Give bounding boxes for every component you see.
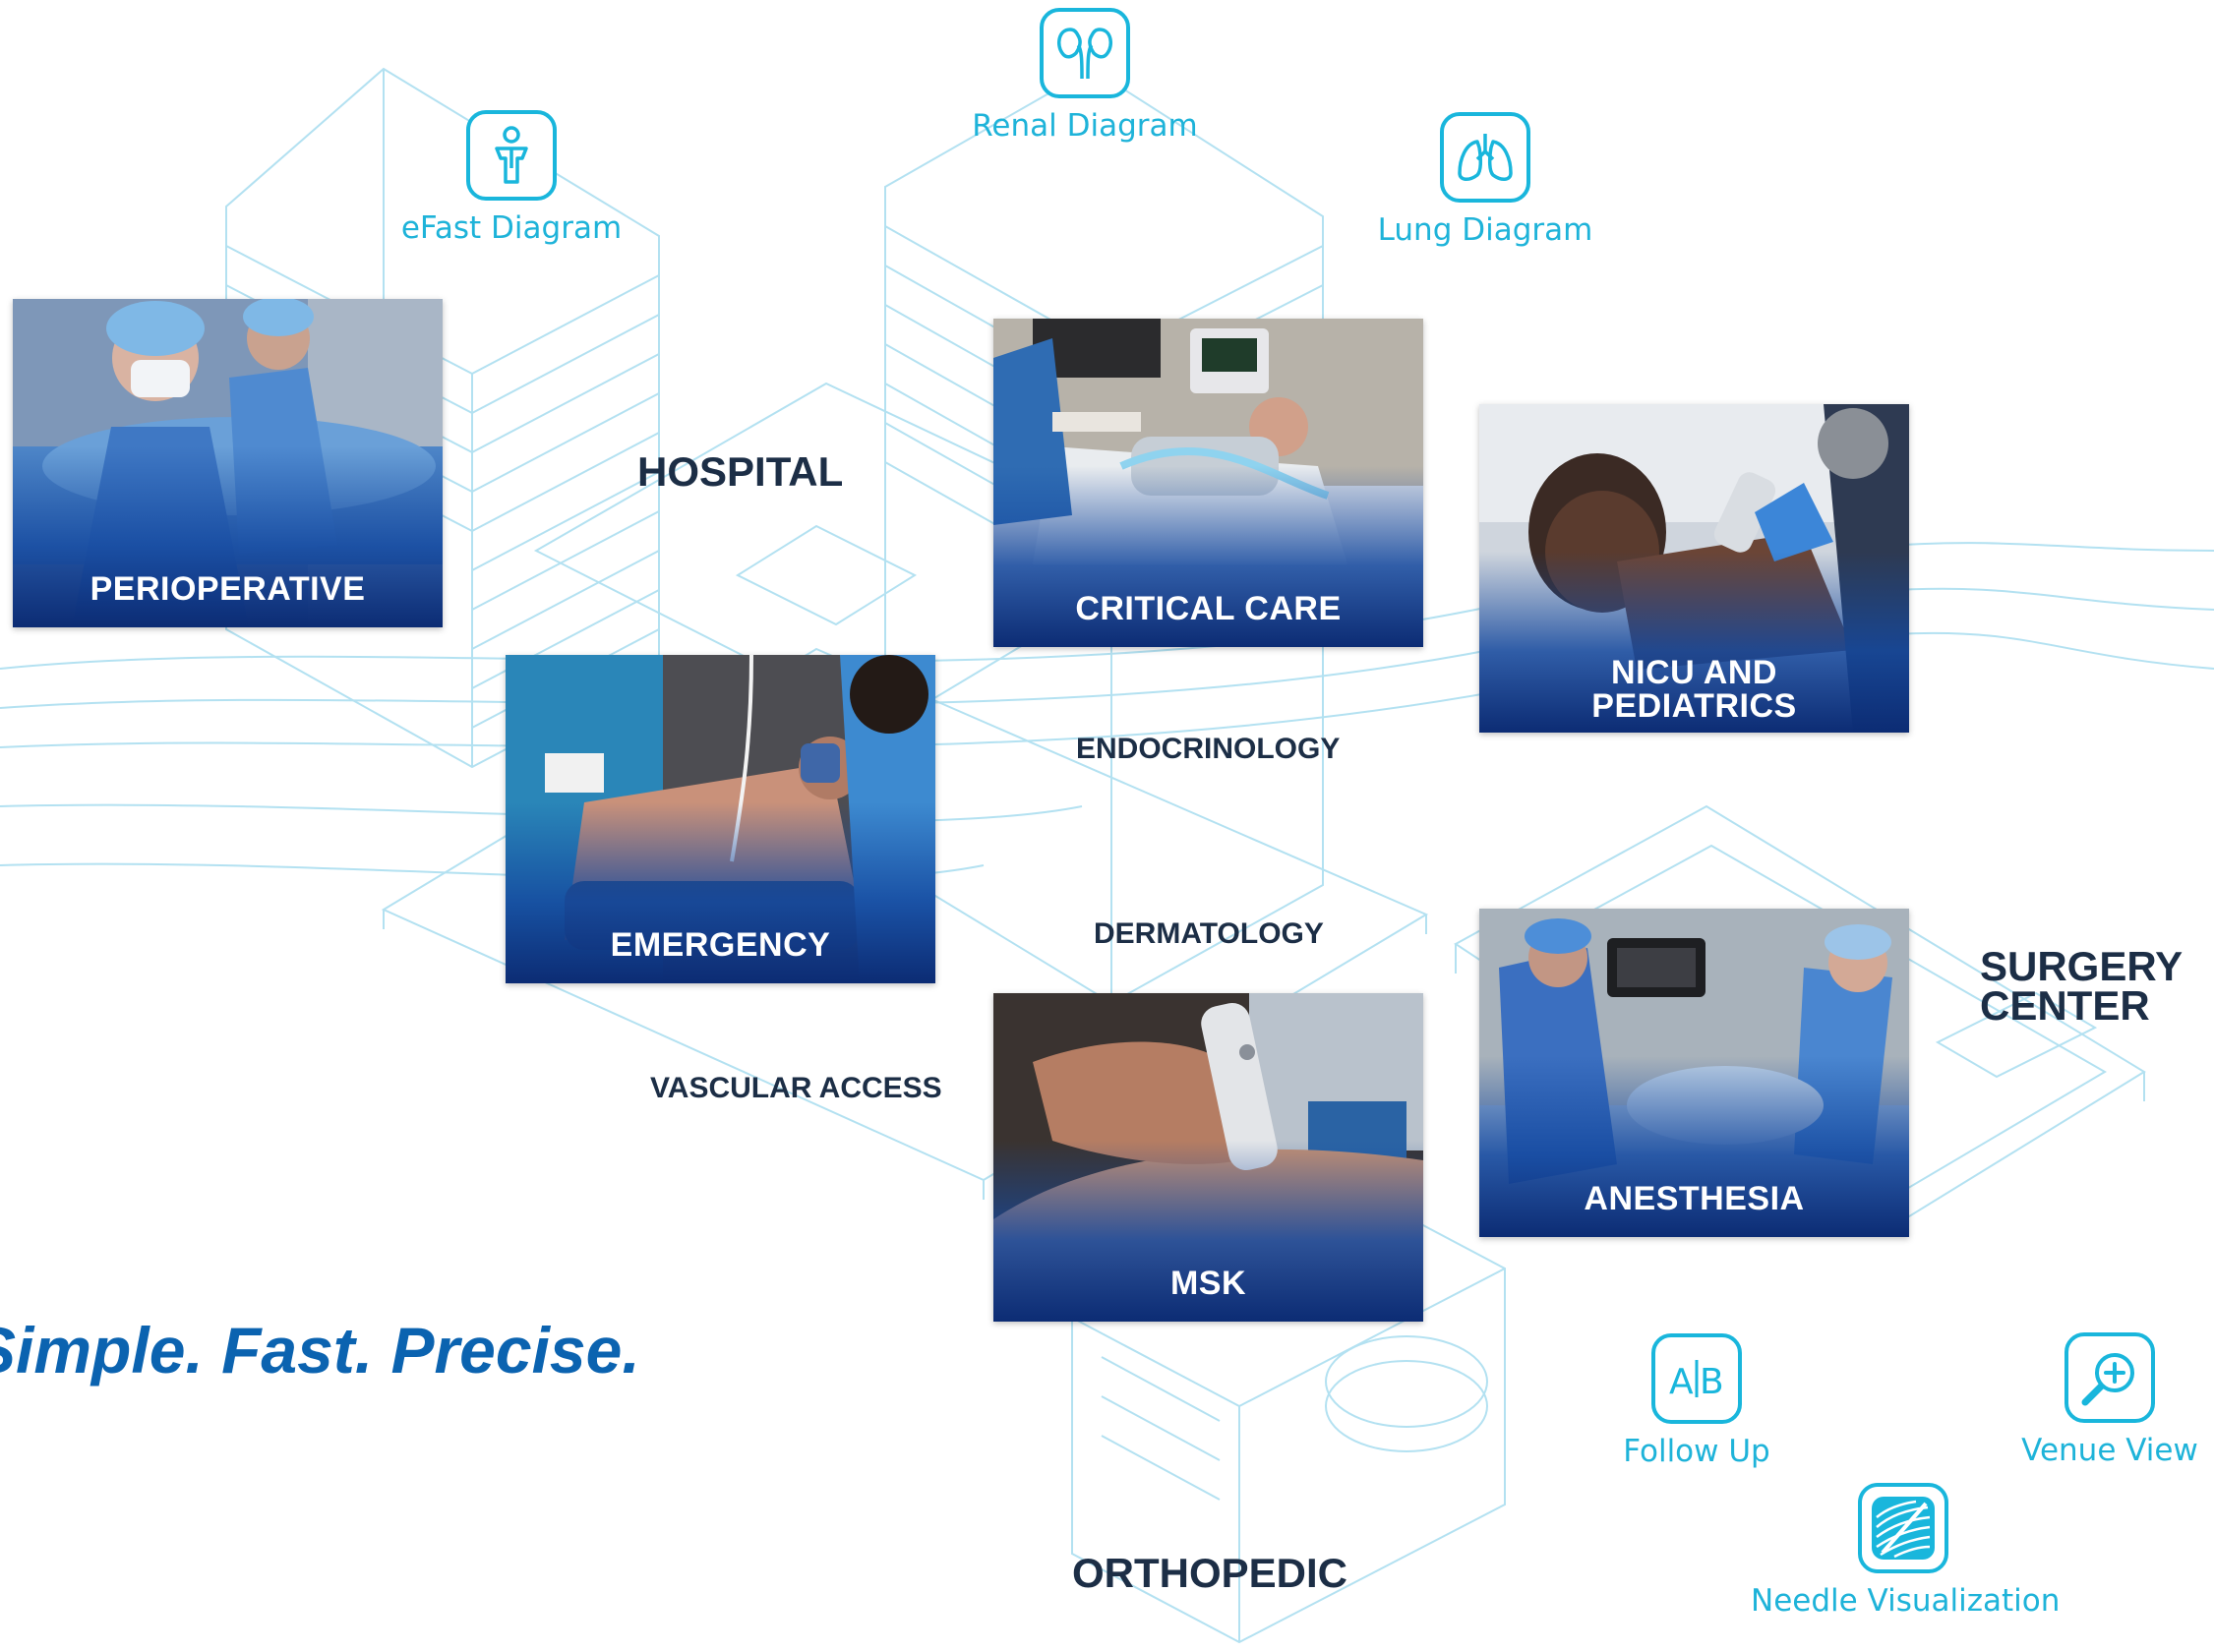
- efast-diagram-feature[interactable]: eFast Diagram: [398, 110, 625, 246]
- lung-diagram-feature[interactable]: Lung Diagram: [1367, 112, 1603, 248]
- card-msk[interactable]: MSK: [993, 993, 1423, 1322]
- venue-view-feature[interactable]: Venue View: [2002, 1332, 2214, 1468]
- renal-diagram-label: Renal Diagram: [972, 108, 1198, 144]
- venue-view-label: Venue View: [2021, 1433, 2198, 1468]
- card-anesthesia-title: ANESTHESIA: [1584, 1180, 1805, 1217]
- card-gradient: [1479, 552, 1909, 733]
- kidneys-icon: [1040, 8, 1130, 98]
- follow-up-label: Follow Up: [1623, 1434, 1770, 1469]
- specialty-vascular-access[interactable]: VASCULAR ACCESS: [650, 1072, 942, 1104]
- needle-visualization-feature[interactable]: Needle Visualization: [1751, 1483, 2061, 1619]
- card-nicu-pediatrics[interactable]: NICU AND PEDIATRICS: [1479, 404, 1909, 733]
- venue-orthopedic[interactable]: ORTHOPEDIC: [1072, 1550, 1348, 1596]
- magnifier-plus-icon: [2064, 1332, 2155, 1423]
- card-emergency[interactable]: EMERGENCY: [506, 655, 935, 983]
- person-icon: [466, 110, 557, 201]
- specialty-endocrinology[interactable]: ENDOCRINOLOGY: [1076, 733, 1341, 765]
- card-nicu-title-line1: NICU AND: [1611, 654, 1777, 691]
- tagline: Simple. Fast. Precise.: [0, 1314, 640, 1386]
- ab-compare-icon: A B: [1651, 1333, 1742, 1424]
- card-msk-title: MSK: [1169, 1265, 1247, 1302]
- venue-surgery-center[interactable]: SURGERY CENTER: [1980, 943, 2184, 1029]
- venue-hospital[interactable]: HOSPITAL: [637, 448, 844, 495]
- card-nicu-title-line2: PEDIATRICS: [1591, 687, 1797, 725]
- card-perioperative-title: PERIOPERATIVE: [90, 570, 366, 608]
- venue-surgery-center-line1: SURGERY: [1980, 943, 2184, 989]
- venue-surgery-center-line2: CENTER: [1980, 982, 2150, 1029]
- svg-text:B: B: [1700, 1362, 1724, 1402]
- svg-text:A: A: [1669, 1362, 1694, 1402]
- card-critical-care-title: CRITICAL CARE: [1075, 590, 1342, 627]
- needle-icon: [1858, 1483, 1948, 1573]
- lung-diagram-label: Lung Diagram: [1377, 212, 1593, 248]
- card-gradient: [506, 802, 935, 983]
- card-emergency-title: EMERGENCY: [610, 926, 831, 964]
- efast-diagram-label: eFast Diagram: [400, 210, 623, 246]
- card-perioperative[interactable]: PERIOPERATIVE: [13, 299, 443, 627]
- card-gradient: [993, 466, 1423, 647]
- specialty-dermatology[interactable]: DERMATOLOGY: [1094, 917, 1324, 950]
- card-gradient: [993, 1141, 1423, 1322]
- lungs-icon: [1440, 112, 1530, 203]
- card-nicu-title: NICU AND PEDIATRICS: [1479, 656, 1909, 723]
- card-anesthesia[interactable]: ANESTHESIA: [1479, 909, 1909, 1237]
- card-critical-care[interactable]: CRITICAL CARE: [993, 319, 1423, 647]
- card-gradient: [1479, 1056, 1909, 1237]
- card-gradient: [13, 446, 443, 627]
- needle-visualization-label: Needle Visualization: [1751, 1583, 2061, 1619]
- renal-diagram-feature[interactable]: Renal Diagram: [967, 8, 1203, 144]
- follow-up-feature[interactable]: A B Follow Up: [1588, 1333, 1805, 1469]
